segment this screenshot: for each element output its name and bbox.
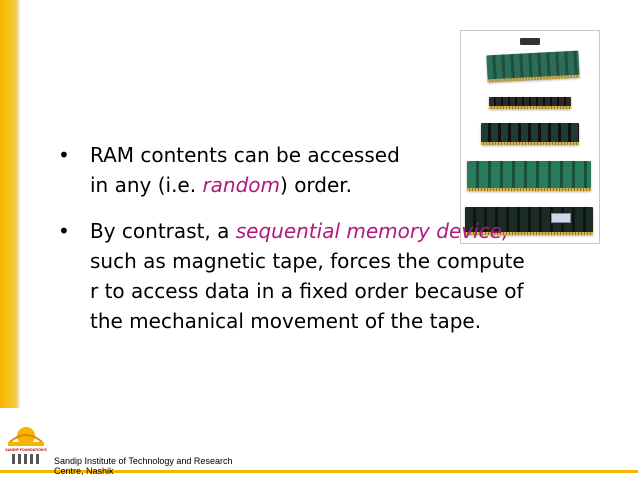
- left-accent-band: [0, 0, 17, 408]
- logo-text: SANDIP FOUNDATION'S: [5, 448, 47, 452]
- ram-module-4: [467, 161, 591, 191]
- bullet-2-emphasis: sequential memory device: [235, 219, 502, 243]
- sandip-foundation-logo-icon: SANDIP FOUNDATION'S: [5, 427, 47, 464]
- bullet-1-line-2-prefix: in any (i.e.: [90, 173, 203, 197]
- institute-name: Sandip Institute of Technology and Resea…: [54, 456, 232, 476]
- ram-module-2: [489, 97, 571, 109]
- bullet-2-line-2: such as magnetic tape, forces the comput…: [90, 249, 525, 273]
- bottom-accent-line: [0, 470, 638, 473]
- bullet-2-line-1-end: ,: [502, 219, 509, 243]
- bullet-1-line-1: RAM contents can be accessed: [90, 143, 400, 167]
- institute-line-2: Centre, Nashik: [54, 466, 114, 476]
- bullet-list: RAM contents can be accessed in any (i.e…: [52, 140, 612, 352]
- bullet-2-line-3: r to access data in a fixed order becaus…: [90, 279, 524, 303]
- memory-chip: [520, 38, 540, 45]
- bullet-2-prefix: By contrast, a: [90, 219, 236, 243]
- institute-line-1: Sandip Institute of Technology and Resea…: [54, 456, 233, 466]
- ram-module-1: [486, 50, 580, 83]
- bullet-item-sequential-memory: By contrast, a sequential memory device,…: [52, 216, 612, 336]
- left-band-shadow: [17, 0, 21, 408]
- bullet-1-line-2-suffix: ) order.: [280, 173, 353, 197]
- ram-module-3: [481, 123, 579, 145]
- bullet-1-emphasis: random: [202, 173, 281, 197]
- bullet-2-line-4: the mechanical movement of the tape.: [90, 309, 482, 333]
- bullet-item-ram-access: RAM contents can be accessed in any (i.e…: [52, 140, 460, 200]
